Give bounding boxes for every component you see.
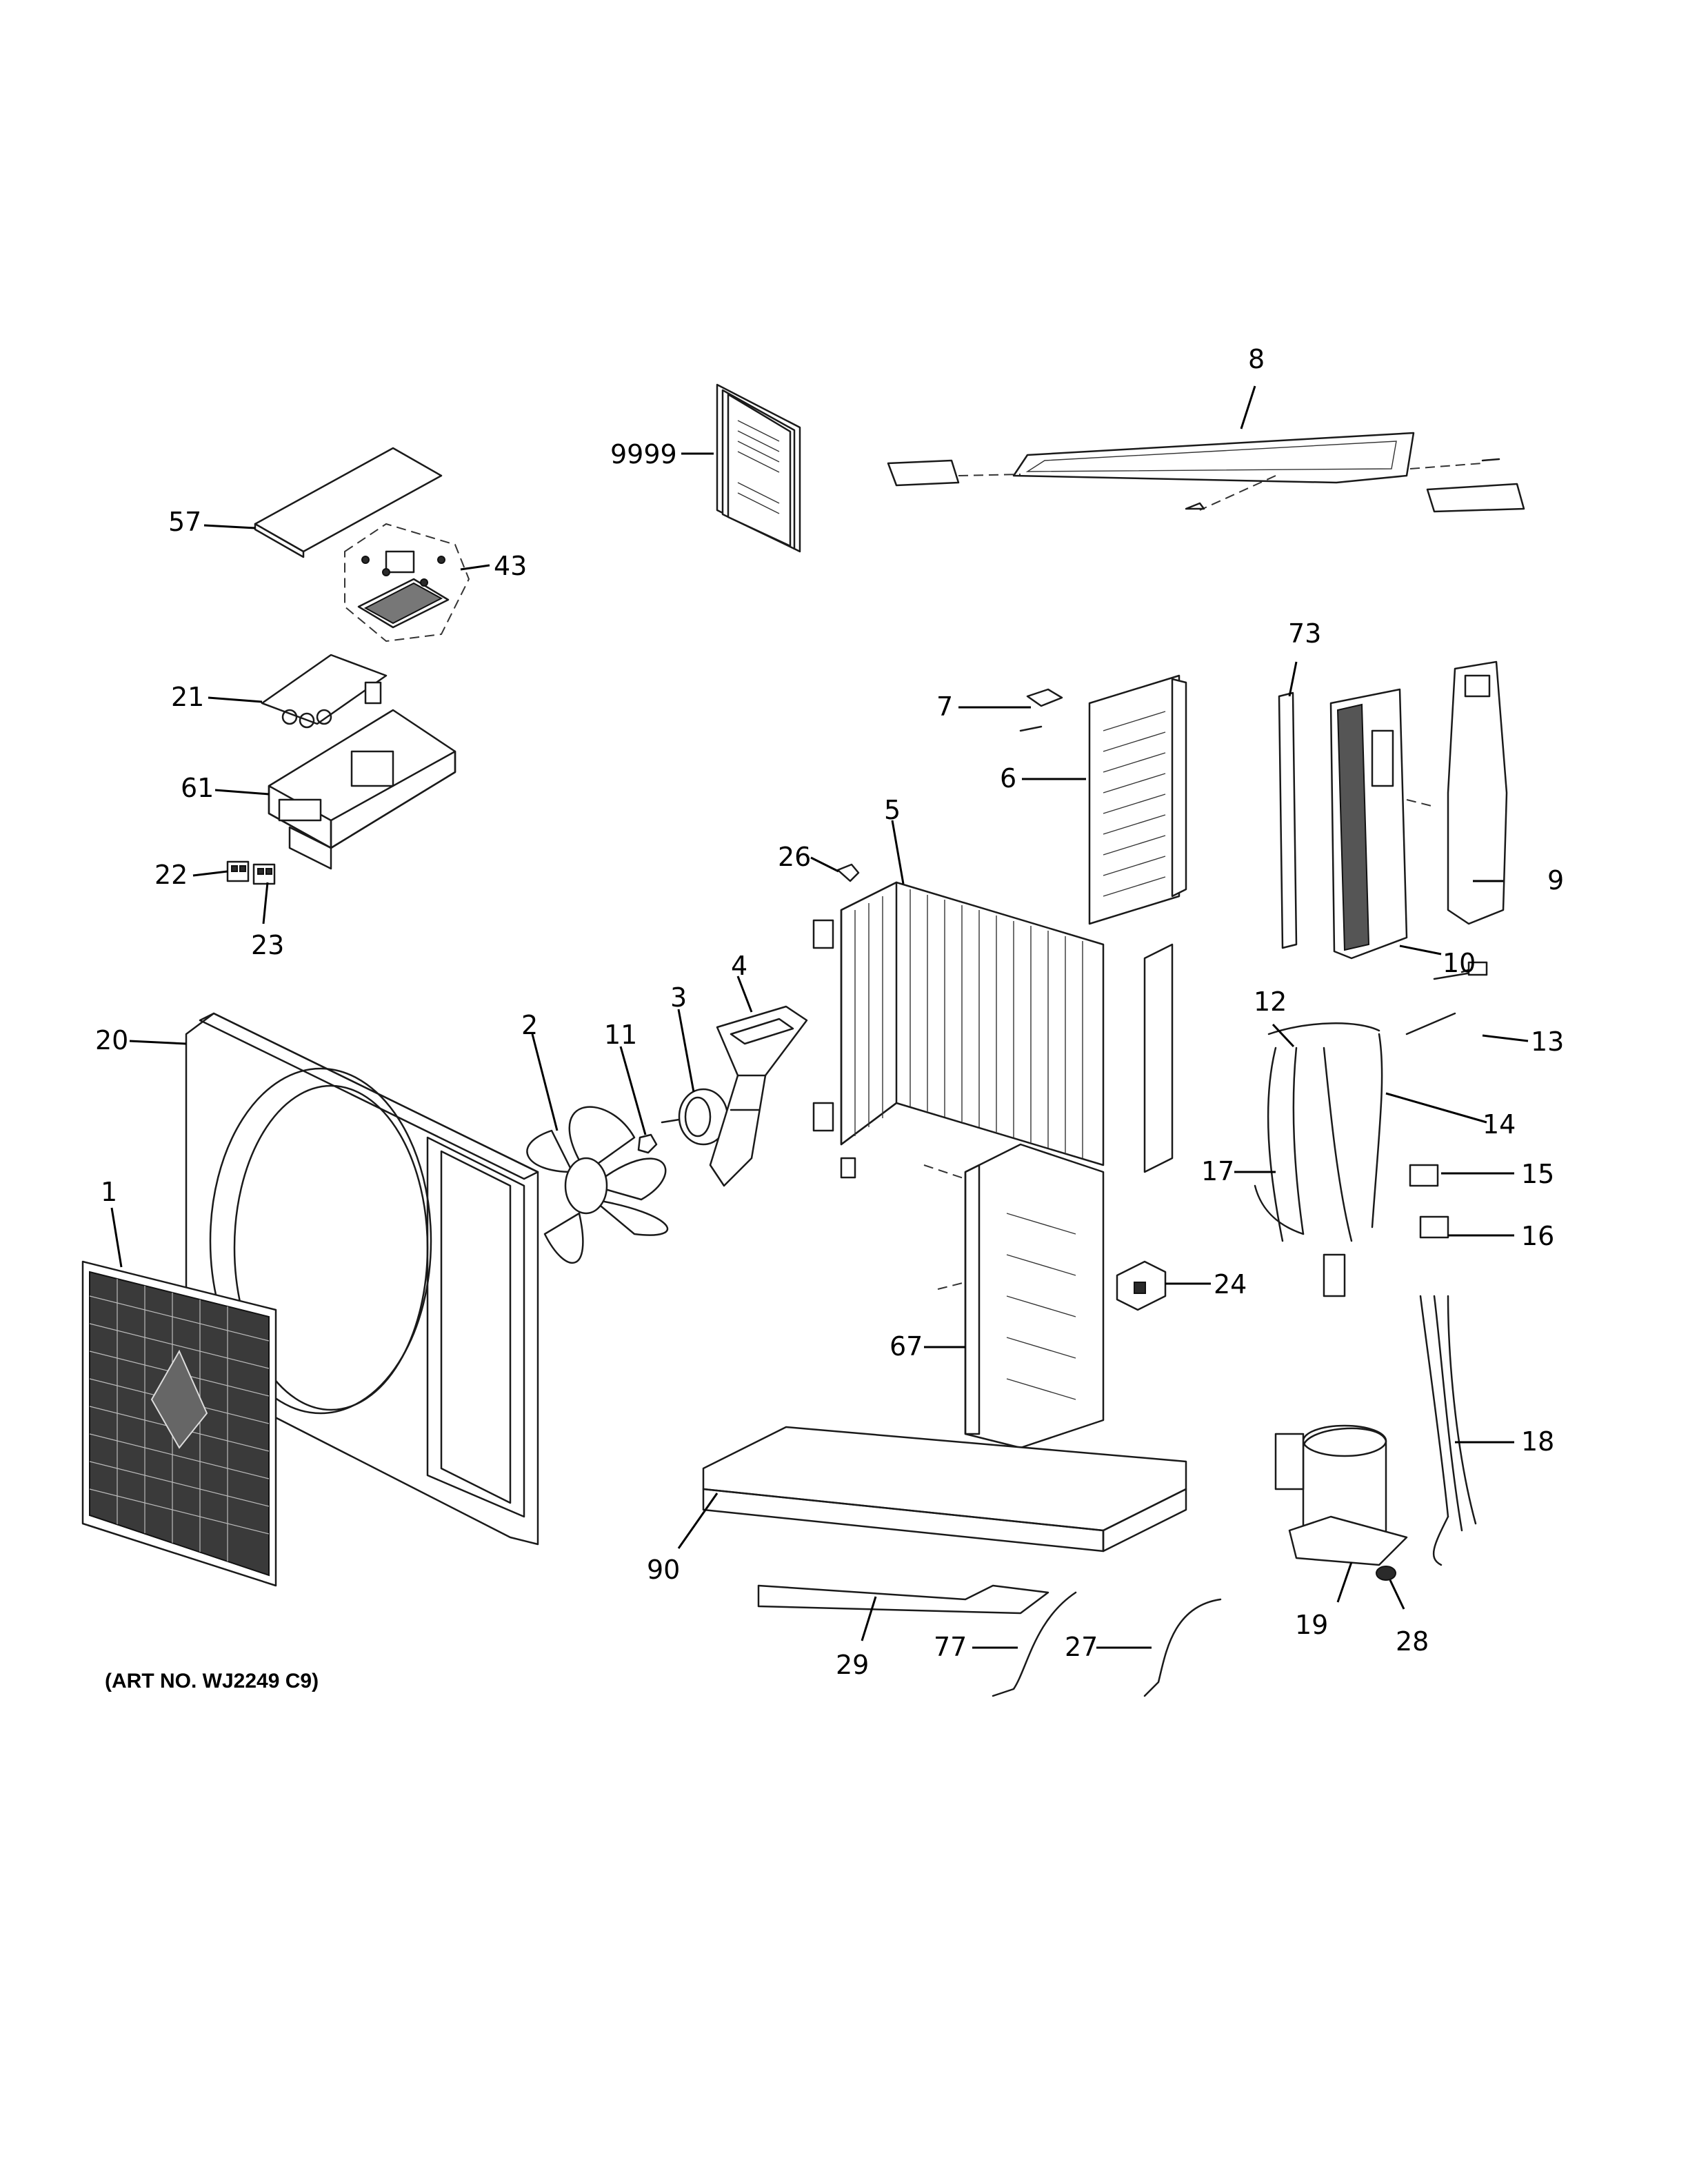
part-19-compressor [1274, 1424, 1408, 1566]
perforated-strip [1143, 943, 1174, 1173]
callout-19: 19 [1295, 1610, 1328, 1640]
part-14-pipe [1371, 1033, 1383, 1228]
callout-15: 15 [1521, 1159, 1554, 1189]
callout-2: 2 [521, 1010, 538, 1040]
part-28-grommet [1376, 1566, 1396, 1581]
part-21-control-board [261, 654, 388, 729]
part-73-side-strip [1278, 691, 1298, 949]
part-90-base-pan [702, 1426, 1187, 1553]
callout-23: 23 [251, 930, 284, 960]
part-2-fan-blade [526, 1106, 669, 1264]
part-10-side-panel [1329, 688, 1435, 960]
part-77-pipe [992, 1591, 1077, 1697]
callout-24: 24 [1214, 1269, 1247, 1300]
callout-8: 8 [1248, 344, 1265, 374]
filter-drier [1323, 1253, 1346, 1297]
part-11-nut [637, 1133, 658, 1154]
part-12-pipe [1267, 1022, 1380, 1035]
part-15-service-valve [1409, 1164, 1439, 1187]
part-1-grille [81, 1260, 277, 1587]
callout-10: 10 [1443, 948, 1476, 978]
callout-20: 20 [95, 1025, 128, 1055]
callout-21: 21 [171, 682, 204, 712]
part-27-pipe [1143, 1598, 1222, 1697]
part-29-pipe [757, 1584, 1049, 1615]
callout-7: 7 [936, 691, 953, 722]
part-67-partition [923, 1143, 1105, 1449]
callout-29: 29 [836, 1650, 869, 1680]
part-57-cover-plate [254, 447, 443, 558]
part-26-clip [836, 863, 860, 882]
callout-12: 12 [1254, 987, 1287, 1017]
callout-18: 18 [1521, 1426, 1554, 1457]
callout-3: 3 [670, 982, 687, 1013]
part-13-sensor [1405, 961, 1488, 1035]
callout-67: 67 [890, 1331, 923, 1362]
art-number: (ART NO. WJ2249 C9) [105, 1670, 319, 1692]
part-22-terminal-block [226, 860, 250, 882]
callout-77: 77 [934, 1632, 967, 1662]
callout-11: 11 [604, 1020, 637, 1050]
callout-4: 4 [731, 951, 747, 981]
callout-1: 1 [101, 1177, 117, 1207]
callout-9: 9 [1547, 865, 1564, 896]
callout-16: 16 [1521, 1221, 1554, 1251]
callout-90: 90 [647, 1555, 680, 1585]
callout-27: 27 [1065, 1632, 1098, 1662]
part-9-valve-cover [1447, 660, 1508, 925]
part-3-fan-motor [661, 1088, 729, 1146]
part-4-motor-bracket [709, 1005, 808, 1187]
callout-57: 57 [168, 507, 201, 537]
callout-43: 43 [494, 551, 527, 581]
callout-26: 26 [778, 842, 811, 872]
callout-14: 14 [1483, 1109, 1516, 1140]
callout-17: 17 [1201, 1156, 1234, 1186]
part-6-side-panel [1088, 674, 1187, 925]
part-8-top-cover [887, 432, 1525, 513]
callout-13: 13 [1531, 1027, 1564, 1057]
part-18-harness [1419, 1295, 1477, 1566]
part-43-reactor-kit [344, 523, 470, 643]
part-7-cap [1019, 688, 1063, 732]
callout-28: 28 [1396, 1626, 1429, 1657]
part-23-terminal-block [252, 863, 276, 885]
callout-6: 6 [1000, 763, 1016, 793]
callout-5: 5 [884, 795, 901, 825]
callout-labels: 8 9999 57 43 21 61 22 23 7 6 5 26 4 3 11… [95, 344, 1564, 1680]
part-9999-manual [716, 383, 801, 553]
part-61-control-box [268, 709, 456, 870]
part-16-service-valve [1419, 1215, 1449, 1239]
part-17-pipe-assembly [1254, 1046, 1353, 1242]
part-5-condenser-coil [812, 881, 1105, 1179]
callout-73: 73 [1288, 618, 1321, 649]
callout-9999: 9999 [610, 439, 677, 469]
callout-22: 22 [154, 860, 188, 890]
part-24-bracket [1116, 1260, 1167, 1311]
callout-61: 61 [181, 773, 214, 803]
leader-lines [110, 385, 1529, 1649]
